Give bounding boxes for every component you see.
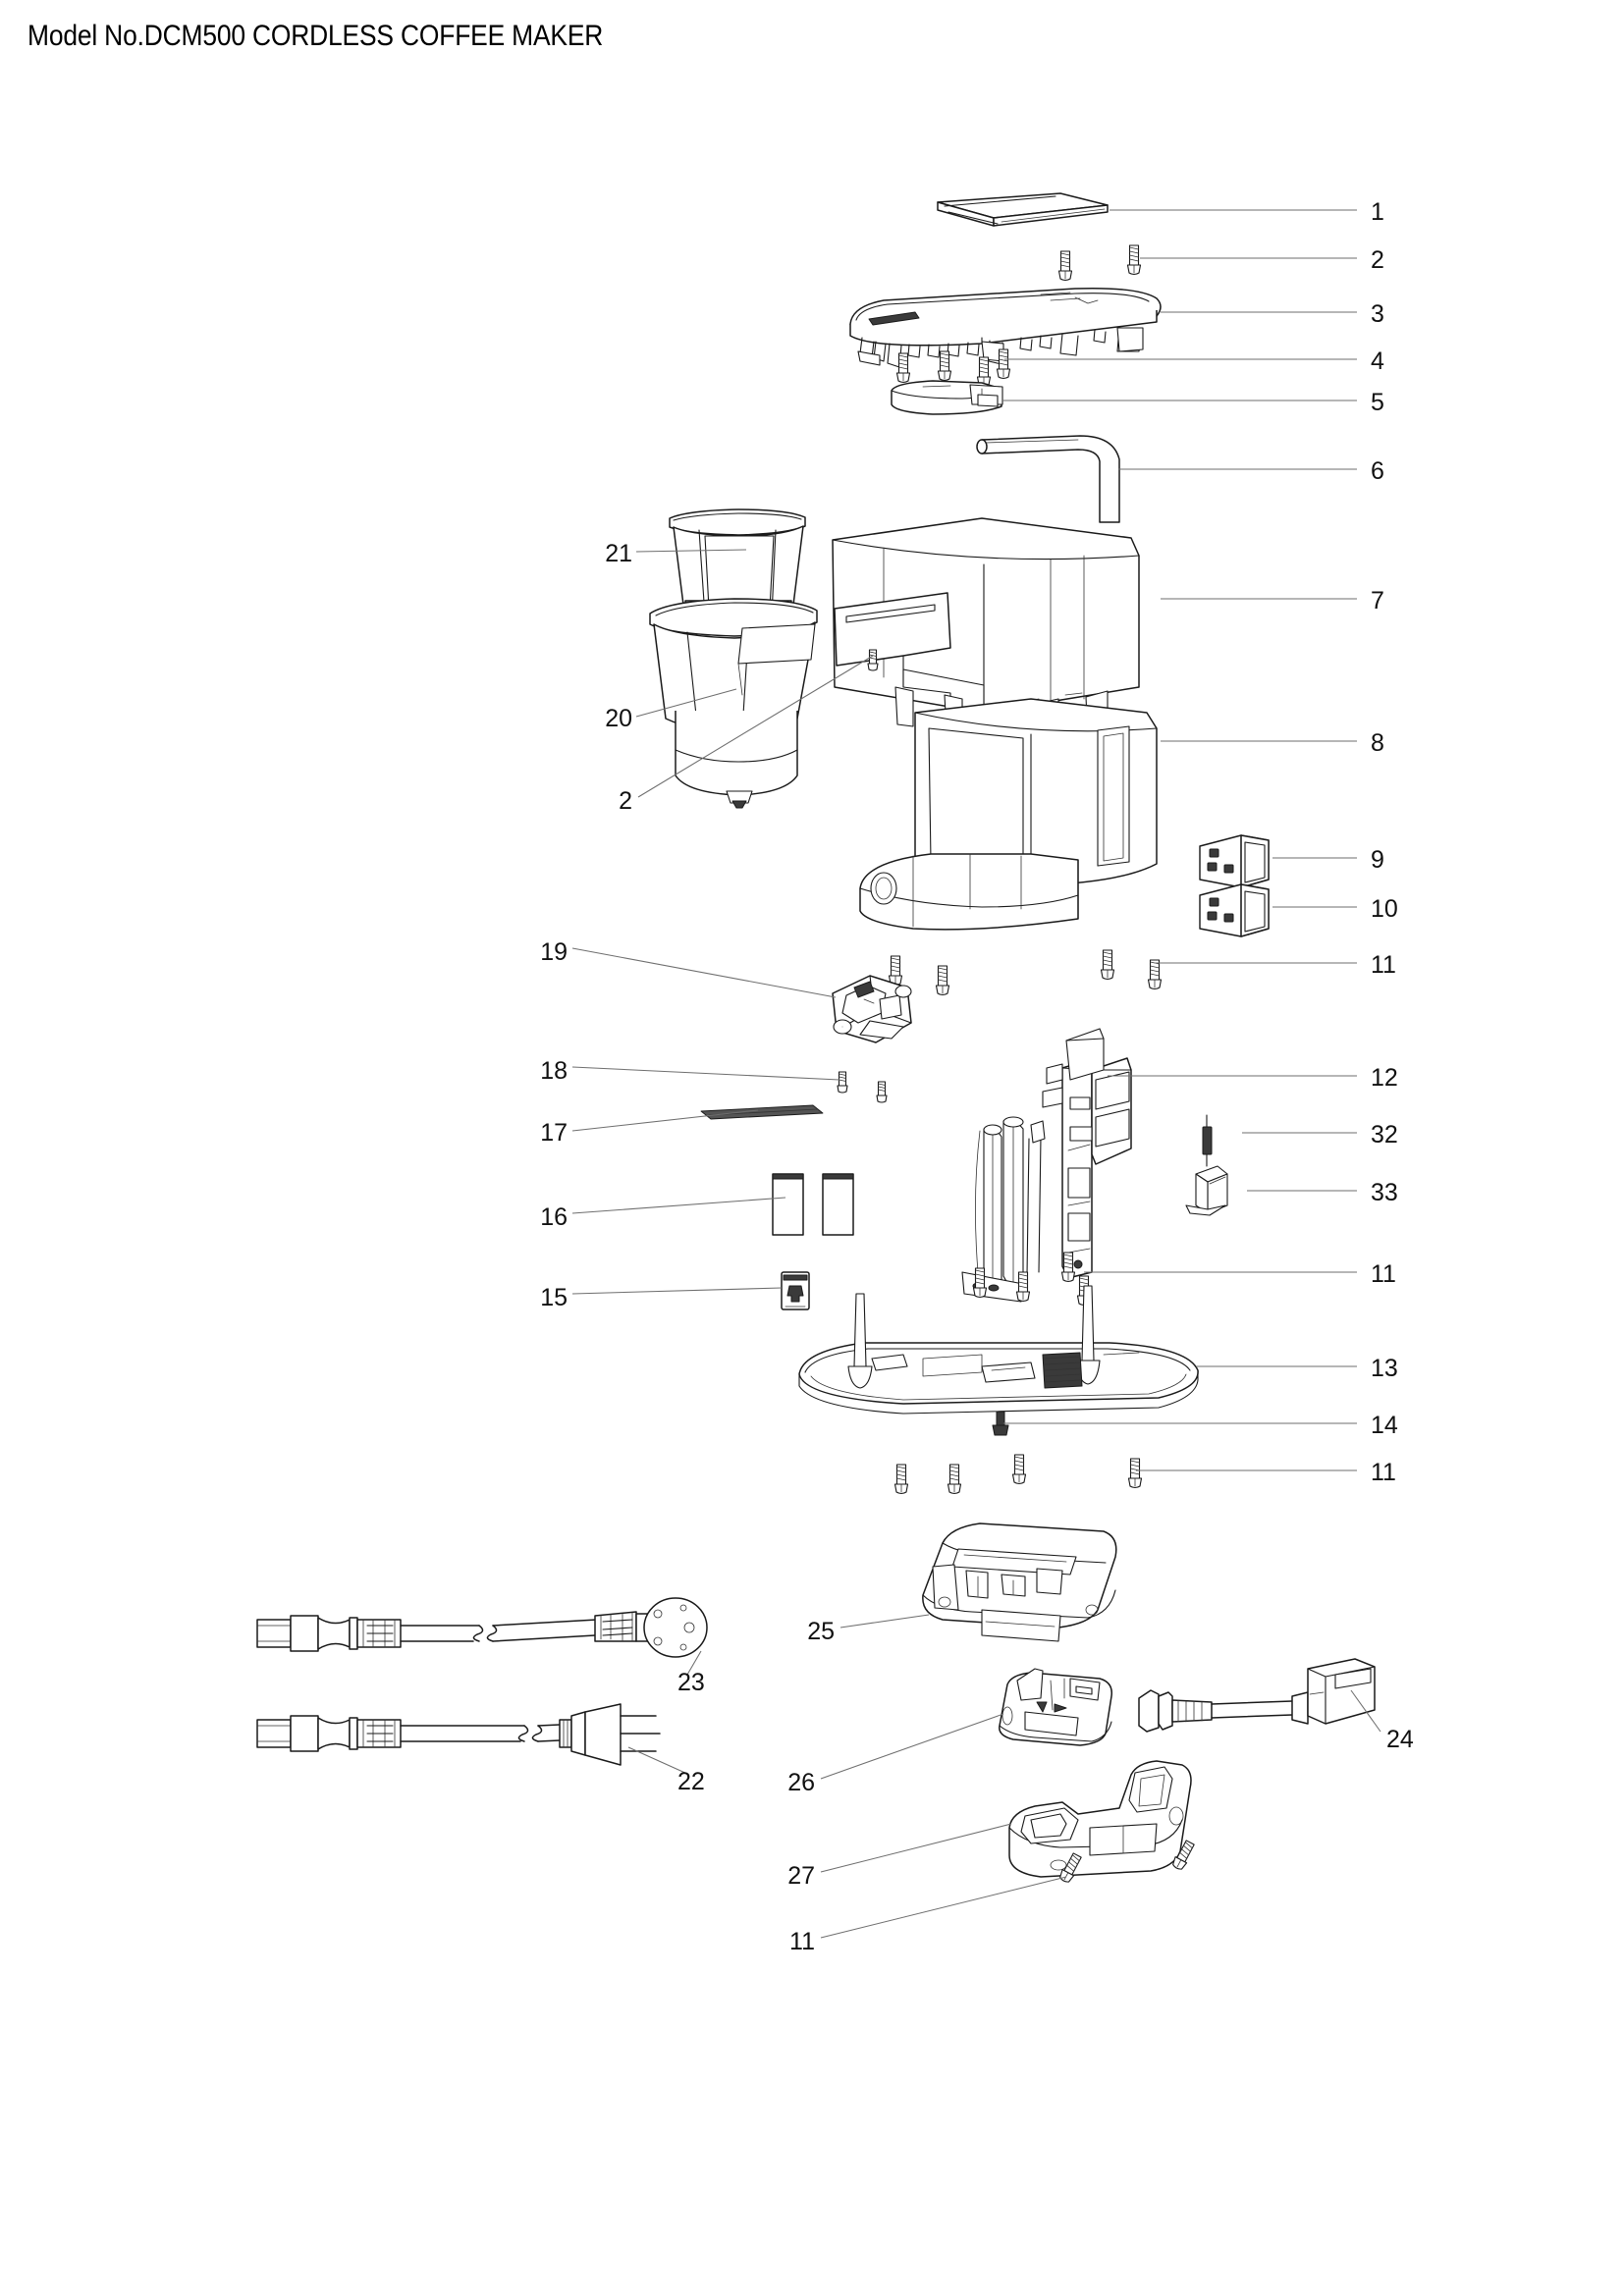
callout-32: 32 — [1371, 1121, 1398, 1148]
callout-5: 5 — [1371, 389, 1384, 416]
callout-16: 16 — [540, 1203, 568, 1231]
part-15-thermostat — [781, 1271, 810, 1310]
callout-11-b: 11 — [1371, 1260, 1396, 1288]
part-25-battery-housing-upper — [922, 1522, 1117, 1642]
callout-23: 23 — [677, 1669, 705, 1696]
part-6-outlet-tube — [976, 435, 1120, 523]
part-8-main-housing — [859, 698, 1158, 931]
part-20-filter-holder — [649, 598, 818, 809]
callout-11-c: 11 — [1371, 1459, 1396, 1486]
callout-12: 12 — [1371, 1064, 1398, 1092]
part-17-insulation-sheet — [700, 1104, 824, 1120]
callout-8: 8 — [1371, 729, 1384, 757]
page-title: Model No.DCM500 CORDLESS COFFEE MAKER — [27, 20, 604, 52]
part-1-lid-panel — [937, 192, 1109, 227]
callout-7: 7 — [1371, 587, 1384, 614]
callout-1: 1 — [1371, 198, 1384, 226]
callout-numbers-right: 1 2 3 4 5 6 7 8 9 10 11 12 32 33 11 13 1… — [1371, 198, 1398, 1486]
part-33-metal-clip-bracket — [1185, 1165, 1228, 1216]
callout-27: 27 — [787, 1862, 815, 1890]
callout-6: 6 — [1371, 457, 1384, 485]
callout-2-b: 2 — [619, 787, 632, 815]
callout-25: 25 — [807, 1618, 835, 1645]
part-12-control-board-assembly — [961, 1028, 1132, 1303]
callout-15: 15 — [540, 1284, 568, 1311]
part-9-rocker-switch-upper — [1199, 834, 1270, 888]
part-7-water-reservoir — [832, 517, 1140, 741]
callout-11-d: 11 — [789, 1928, 815, 1955]
callout-11-a: 11 — [1371, 951, 1396, 979]
part-2b-lid-screw — [867, 649, 879, 671]
callout-9: 9 — [1371, 846, 1384, 874]
callout-numbers-left: 21 20 2 19 18 17 16 15 25 26 27 11 23 22… — [540, 540, 1414, 1955]
part-10-rocker-switch-lower — [1199, 883, 1270, 937]
callout-2: 2 — [1371, 246, 1384, 274]
callout-26: 26 — [787, 1769, 815, 1796]
callout-22: 22 — [677, 1768, 705, 1795]
part-23-power-cord-schuko — [256, 1597, 708, 1658]
callout-18: 18 — [540, 1057, 568, 1085]
part-14-base-stud-pin — [992, 1411, 1009, 1436]
callout-10: 10 — [1371, 895, 1398, 923]
part-22-power-cord-us — [256, 1703, 661, 1766]
callout-21: 21 — [605, 540, 632, 567]
part-11-screws-row-a — [888, 949, 1163, 996]
part-32-thermal-fuse — [1202, 1114, 1213, 1167]
leader-lines-right — [1002, 209, 1357, 1471]
part-27-battery-cradle — [1008, 1760, 1192, 1878]
callout-24: 24 — [1386, 1726, 1414, 1753]
part-2-lid-screws — [1057, 244, 1142, 282]
callout-20: 20 — [605, 705, 632, 732]
part-3-top-cover — [849, 287, 1162, 368]
part-19-pump-bracket — [832, 975, 912, 1043]
callout-13: 13 — [1371, 1355, 1398, 1382]
part-16-heating-element-bars — [772, 1173, 854, 1236]
callout-14: 14 — [1371, 1412, 1398, 1439]
callout-17: 17 — [540, 1119, 568, 1147]
part-13-base-plate — [798, 1285, 1199, 1415]
leader-lines-left — [571, 549, 1381, 1939]
part-18-board-screws — [837, 1071, 888, 1103]
callout-4: 4 — [1371, 347, 1384, 375]
part-11-screws-row-c — [893, 1454, 1143, 1495]
part-5-water-inlet-valve — [891, 380, 1003, 415]
callout-3: 3 — [1371, 300, 1384, 328]
callout-33: 33 — [1371, 1179, 1398, 1206]
part-26-battery-contact-block — [999, 1668, 1112, 1746]
part-24-adapter-cable — [1138, 1658, 1376, 1733]
callout-19: 19 — [540, 938, 568, 966]
